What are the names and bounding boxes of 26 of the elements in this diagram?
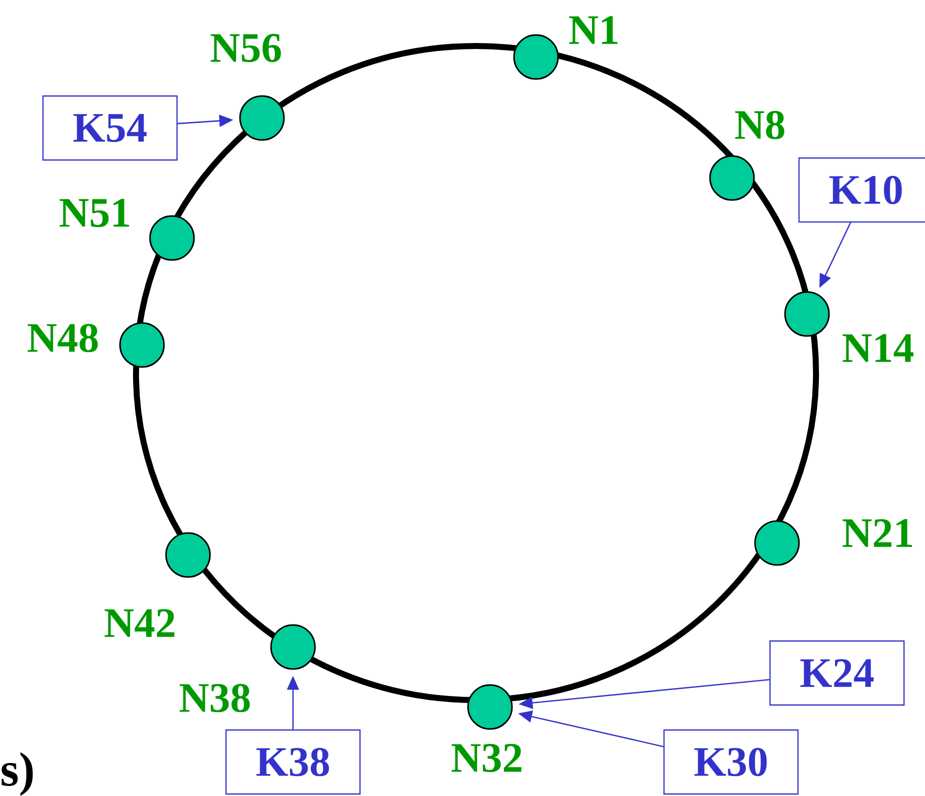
node-label: N32 — [452, 744, 522, 772]
node-label: N51 — [60, 198, 129, 228]
node-label: N38 — [180, 684, 250, 712]
key-box: K38 — [225, 729, 361, 795]
node-label: N21 — [842, 519, 912, 547]
node-circle — [119, 322, 165, 368]
node-label: N1 — [569, 16, 618, 44]
node-label: N8 — [735, 110, 784, 140]
node-circle — [784, 291, 830, 337]
node-label: N42 — [104, 609, 174, 637]
node-label: N56 — [210, 34, 281, 62]
node-label: N14 — [842, 334, 914, 362]
key-box: K10 — [798, 157, 925, 223]
node-circle — [239, 95, 285, 141]
node-circle — [165, 532, 211, 578]
key-box: K24 — [769, 640, 905, 706]
node-circle — [149, 215, 195, 261]
key-box: K54 — [42, 95, 178, 161]
node-circle — [513, 34, 559, 80]
node-circle — [467, 684, 513, 730]
key-box: K30 — [663, 729, 799, 795]
node-circle — [754, 520, 800, 566]
node-circle — [709, 155, 755, 201]
text-fragment: s) — [2, 752, 33, 796]
node-circle — [270, 624, 316, 670]
node-label: N48 — [28, 324, 98, 352]
